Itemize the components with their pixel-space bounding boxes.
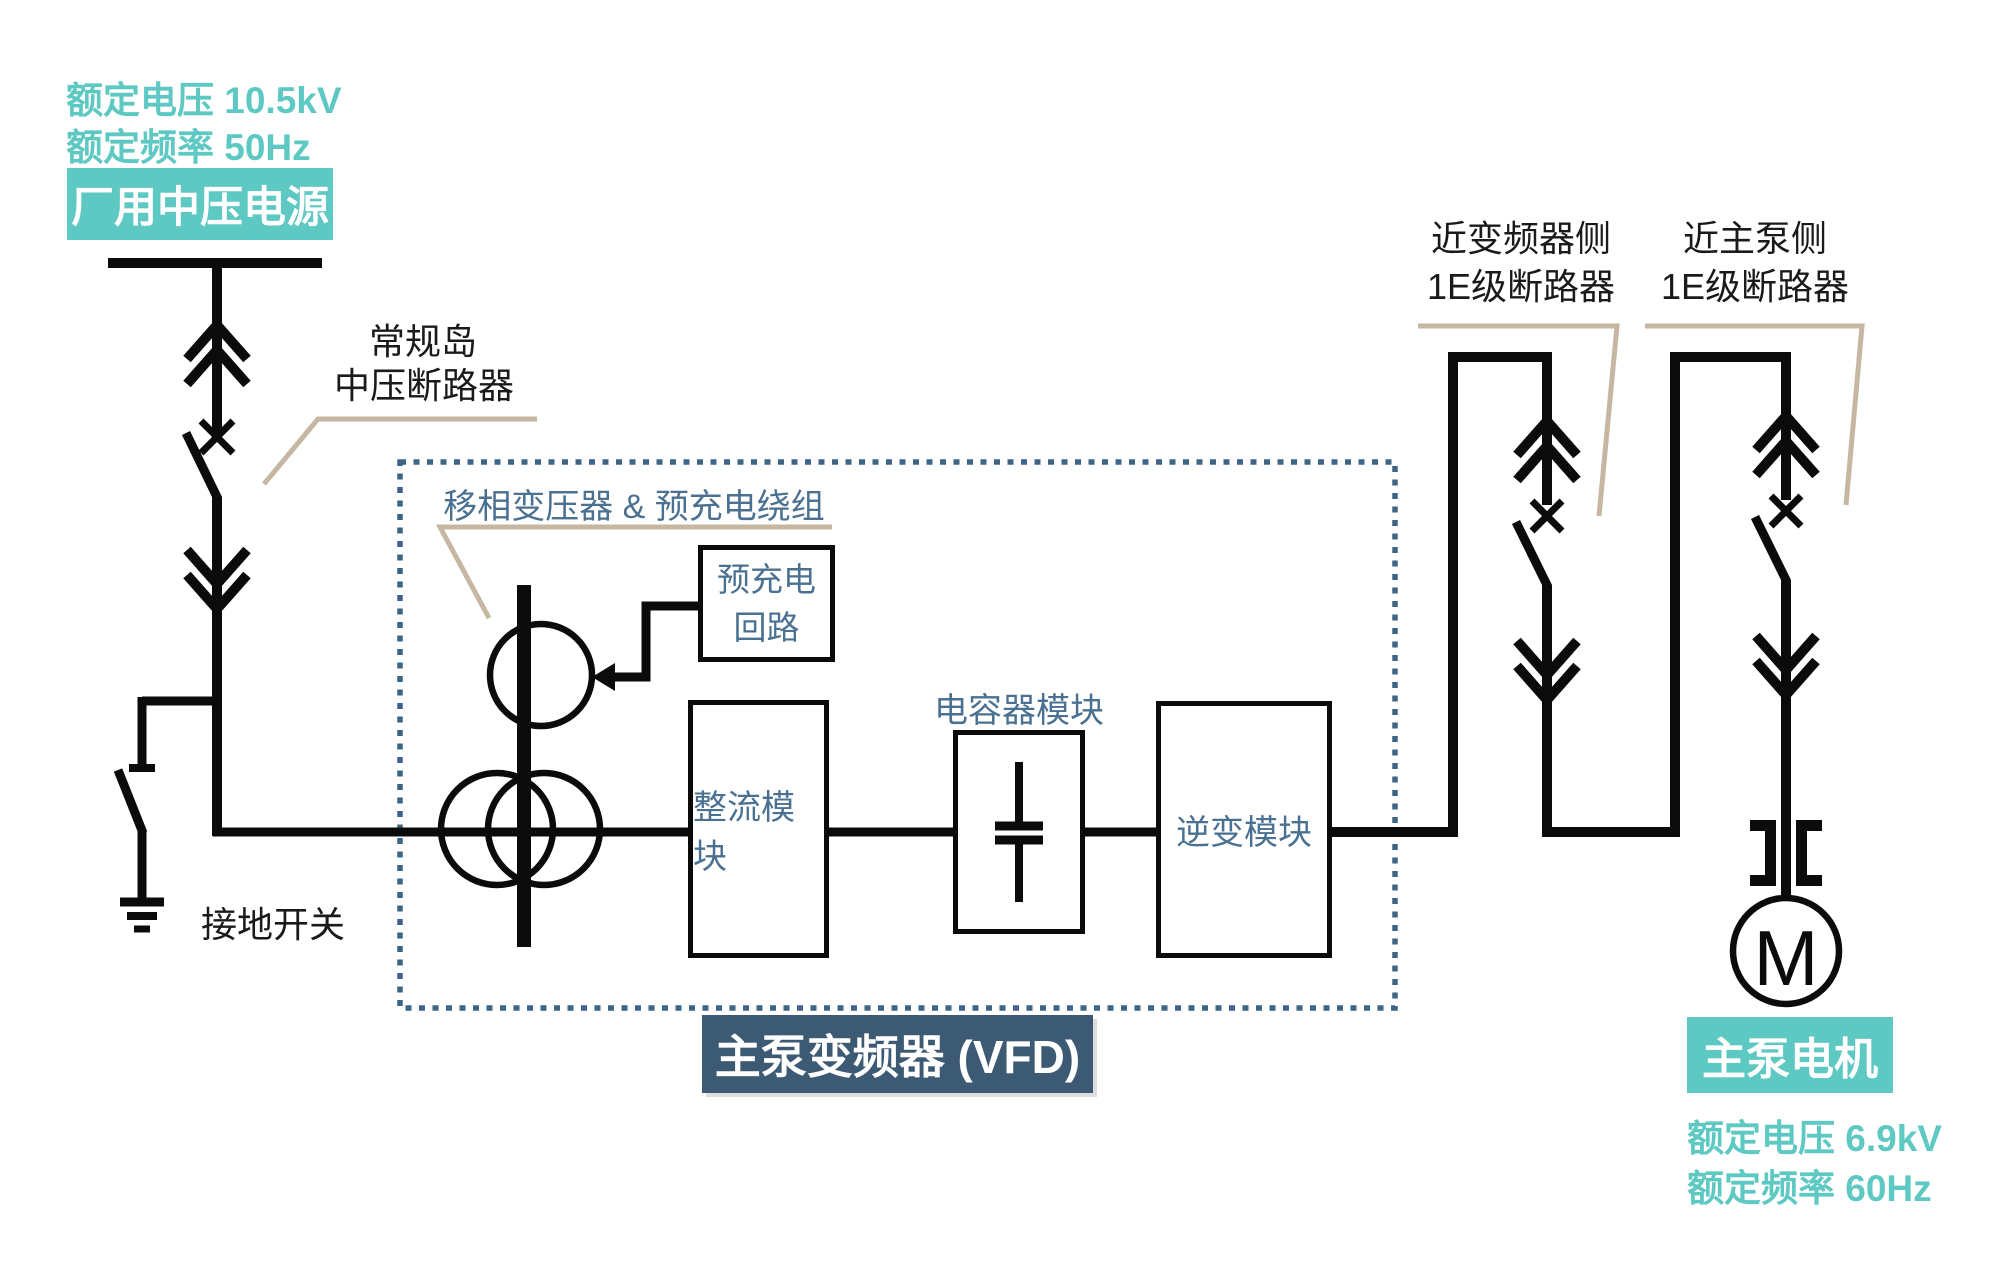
chevron-up-icon [1752,408,1820,454]
chevron-up-icon [1752,433,1820,479]
motor-rated-voltage: 额定电压 6.9kV [1687,1118,1942,1159]
source-rated-voltage: 额定电压 10.5kV [66,80,342,121]
vfd-title-box: 主泵变频器 (VFD) [702,1015,1093,1093]
grounding-switch-symbol [113,696,221,933]
transformer-core-bar [517,585,531,947]
breaker-pump-side-callout-line [1645,323,1865,506]
precharge-label-line1: 预充电 [717,560,816,598]
chevron-down-icon [1513,662,1581,708]
transformer-winding-circle [484,769,604,889]
source-rated-frequency: 额定频率 50Hz [66,127,311,168]
contact-x-icon [198,418,236,456]
breaker-1e-pump-side-symbol [1670,352,1820,900]
connector-flange [1750,875,1776,886]
source-busbar [108,258,322,437]
connector-flange [1796,820,1822,831]
breaker-1e-vfd-side-symbol [1448,352,1680,837]
mv-breaker-label-line2: 中压断路器 [333,365,514,406]
chevron-up-icon [183,342,251,388]
inverter-module-box: 逆变模块 [1156,701,1332,958]
chevron-down-icon [1752,657,1820,703]
chevron-up-icon [1513,438,1581,484]
chevron-down-icon [1752,632,1820,678]
chevron-up-icon [183,317,251,363]
contact-x-icon [1529,498,1565,534]
phase-shift-transformer-label: 移相变压器 & 预充电绕组 [443,488,825,526]
contact-x-icon [1768,493,1804,529]
breaker-pump-side-label-line1: 近主泵侧 [1682,218,1827,259]
penetration-loop-line [1670,352,1791,837]
chevron-up-icon [1513,413,1581,459]
contact-x-icon [1529,498,1565,534]
chevron-down-icon [183,571,251,617]
breaker-vfd-side-callout-line [1418,323,1620,517]
mv-breaker-callout-line [262,416,537,486]
breaker-blade [1750,515,1792,584]
breaker-blade [181,431,223,501]
motor-letter: M [1753,914,1819,1002]
phase-shift-transformer-symbol [437,585,604,947]
breaker-vfd-side-label-line1: 近变频器侧 [1430,218,1611,259]
connector-bar [1765,820,1776,886]
transformer-winding-circle [437,769,557,889]
precharge-wire [613,601,700,682]
breaker-pump-side-label-line2: 1E级断路器 [1660,266,1850,307]
breaker-blade [1511,520,1553,589]
chevron-down-icon [1513,637,1581,683]
precharge-arrow [592,601,700,691]
arrow-left-icon [592,663,615,691]
mv-breaker-symbol [181,317,251,836]
mv-breaker-label-line1: 常规岛 [368,321,477,362]
penetration-connector-icon [1750,820,1822,886]
connector-flange [1750,820,1776,831]
source-label-box: 厂用中压电源 [67,168,333,240]
precharge-circuit-box: 预充电 回路 [698,545,835,662]
contact-x-icon [198,418,236,456]
rectifier-module-box: 整流模块 [688,700,829,958]
capacitor-module-box [953,730,1085,934]
grounding-switch-label: 接地开关 [200,904,345,945]
connector-flange [1796,875,1822,886]
chevron-down-icon [183,546,251,592]
contact-x-icon [1768,493,1804,529]
precharge-label-line2: 回路 [733,608,800,646]
ground-switch-blade [113,768,148,835]
motor-label-box: 主泵电机 [1687,1017,1893,1093]
connector-bar [1796,820,1807,886]
transformer-winding-circle [486,620,596,730]
breaker-vfd-side-label-line2: 1E级断路器 [1426,266,1616,307]
capacitor-module-label: 电容器模块 [934,692,1104,730]
motor-rated-frequency: 额定频率 60Hz [1687,1168,1932,1209]
penetration-loop-line [1448,352,1552,837]
